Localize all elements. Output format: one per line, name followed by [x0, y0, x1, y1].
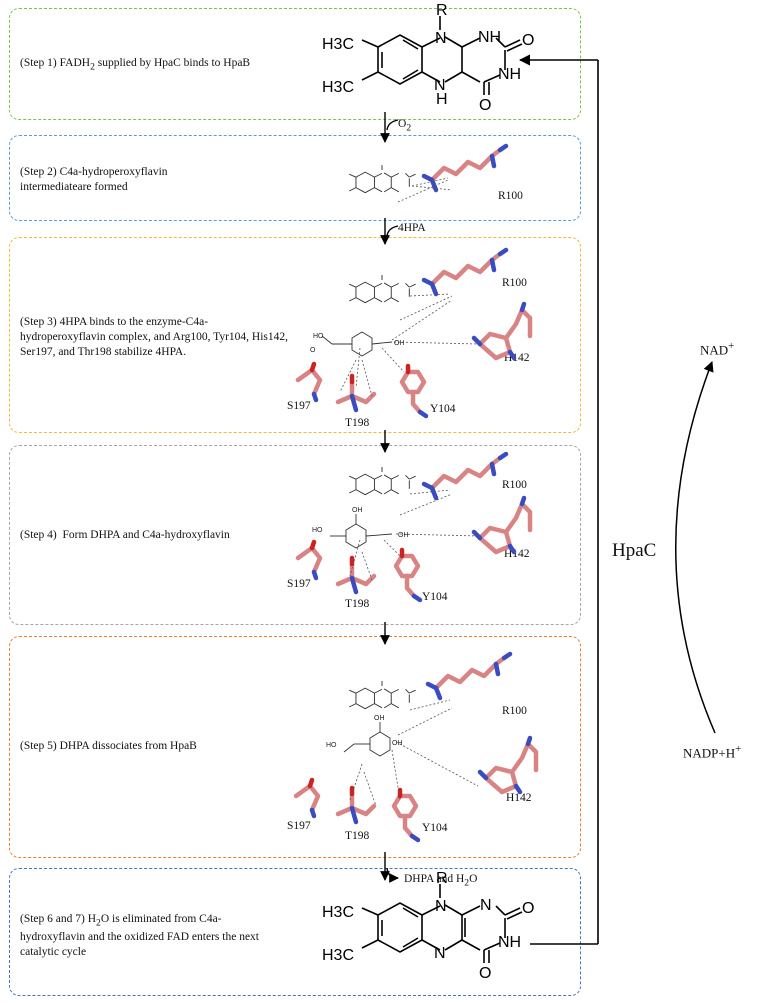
residue-t198-step4: T198	[345, 598, 370, 610]
residue-t198-step5: T198	[345, 830, 370, 842]
h142-stick-step5	[477, 735, 539, 795]
small-flavin-3	[349, 274, 416, 304]
step-3-text: (Step 3) 4HPA binds to the enzyme-C4a-hy…	[20, 316, 289, 358]
nad-cycle-arc	[675, 361, 716, 734]
r100-stick-step4	[421, 451, 509, 501]
svg-text:H3C: H3C	[322, 36, 354, 53]
residue-r100-step5: R100	[502, 705, 527, 717]
r100-stick-step5	[425, 651, 513, 701]
svg-text:N: N	[434, 945, 446, 962]
svg-text:NH: NH	[498, 66, 521, 83]
residue-sticks	[293, 143, 539, 843]
svg-text:N: N	[480, 897, 492, 914]
step-1-box	[9, 8, 581, 120]
residue-y104-step3: Y104	[430, 403, 456, 415]
t198-stick-step3	[335, 373, 377, 413]
step-5-text: (Step 5) DHPA dissociates from HpaB	[20, 740, 197, 752]
small-flavin-4	[349, 466, 416, 496]
svg-text:O: O	[479, 97, 491, 114]
svg-text:OH: OH	[374, 715, 385, 722]
small-flavin-2	[349, 164, 416, 194]
residue-t198-step3: T198	[345, 417, 370, 429]
svg-text:OH: OH	[398, 532, 409, 539]
step-6-7-box	[9, 868, 581, 996]
svg-text:OH: OH	[352, 507, 363, 514]
o2-label: O2	[398, 118, 412, 134]
step-2-text: (Step 2) C4a-hydroperoxyflavin intermedi…	[20, 166, 168, 193]
residue-r100-step4: R100	[502, 479, 527, 491]
svg-text:O: O	[522, 900, 534, 917]
svg-text:R: R	[436, 2, 448, 19]
svg-text:H3C: H3C	[322, 904, 354, 921]
residue-y104-step5: Y104	[422, 822, 448, 834]
step-3-box	[9, 237, 581, 433]
svg-text:H: H	[436, 91, 448, 108]
4hpa-label: 4HPA	[398, 222, 426, 234]
svg-text:HO: HO	[312, 527, 323, 534]
step-arrows	[380, 112, 399, 883]
substrate-labels: HO O OH HO OH OH HO OH OH	[310, 333, 409, 749]
s197-stick-step4	[295, 539, 323, 581]
fadh2-structure	[361, 16, 523, 95]
s197-stick-step5	[293, 777, 321, 819]
step-2-box	[9, 135, 581, 221]
step-1-text: (Step 1) FADH2 supplied by HpaC binds to…	[20, 57, 251, 73]
y104-stick-step3	[399, 363, 429, 419]
svg-text:O: O	[522, 32, 534, 49]
s197-stick-step3	[295, 361, 323, 403]
svg-text:OH: OH	[392, 740, 403, 747]
svg-text:O: O	[310, 347, 316, 354]
fadh2-labels: H3C H3C R N NH O NH N H O	[322, 2, 534, 114]
svg-text:O: O	[479, 965, 491, 982]
r100-stick-step3	[421, 247, 509, 297]
residue-s197-step5: S197	[287, 820, 311, 832]
residue-s197-step3: S197	[287, 400, 311, 412]
residue-r100-step3: R100	[502, 277, 527, 289]
h142-stick-step4	[471, 495, 533, 555]
svg-text:HO: HO	[326, 742, 337, 749]
residue-r100-step2: R100	[498, 190, 523, 202]
t198-stick-step5	[335, 785, 377, 825]
hpac-label: HpaC	[612, 540, 657, 561]
nad-label: NAD+	[700, 340, 735, 358]
small-flavin-structures	[349, 164, 416, 710]
r100-stick-step2	[421, 143, 509, 193]
y104-stick-step5	[391, 787, 421, 843]
step-6-7-text: (Step 6 and 7) H2O is eliminated from C4…	[20, 913, 259, 959]
svg-text:NH: NH	[498, 934, 521, 951]
svg-text:N: N	[434, 77, 446, 94]
svg-text:H3C: H3C	[322, 947, 354, 964]
dhpa-h2o-label: DHPA and H2O	[404, 873, 478, 889]
residue-y104-step4: Y104	[422, 591, 448, 603]
residue-h142-step4: H142	[504, 548, 530, 560]
nadp-label: NADP+H+	[683, 743, 742, 761]
small-flavin-5	[349, 680, 416, 710]
hpac-return-arrow	[518, 54, 599, 945]
step-4-box	[9, 445, 581, 625]
svg-text:N: N	[435, 898, 447, 915]
fad-oxidized-labels: H3C H3C R N N O NH N O	[322, 870, 534, 982]
h142-stick-step3	[471, 301, 533, 361]
svg-text:H3C: H3C	[322, 79, 354, 96]
residue-h142-step5: H142	[506, 792, 532, 804]
substrate-sketches	[321, 331, 393, 757]
svg-text:OH: OH	[394, 340, 405, 347]
svg-text:HO: HO	[313, 333, 324, 340]
fad-oxidized-structure	[361, 884, 523, 963]
hbond-lines	[339, 177, 481, 807]
svg-text:NH: NH	[478, 29, 501, 46]
step-4-text: (Step 4) Form DHPA and C4a-hydroxyflavin	[20, 529, 230, 541]
step-5-box	[9, 636, 581, 858]
svg-text:N: N	[435, 30, 447, 47]
svg-text:R: R	[436, 870, 448, 887]
residue-s197-step4: S197	[287, 578, 311, 590]
y104-stick-step4	[393, 547, 423, 603]
t198-stick-step4	[335, 555, 377, 595]
